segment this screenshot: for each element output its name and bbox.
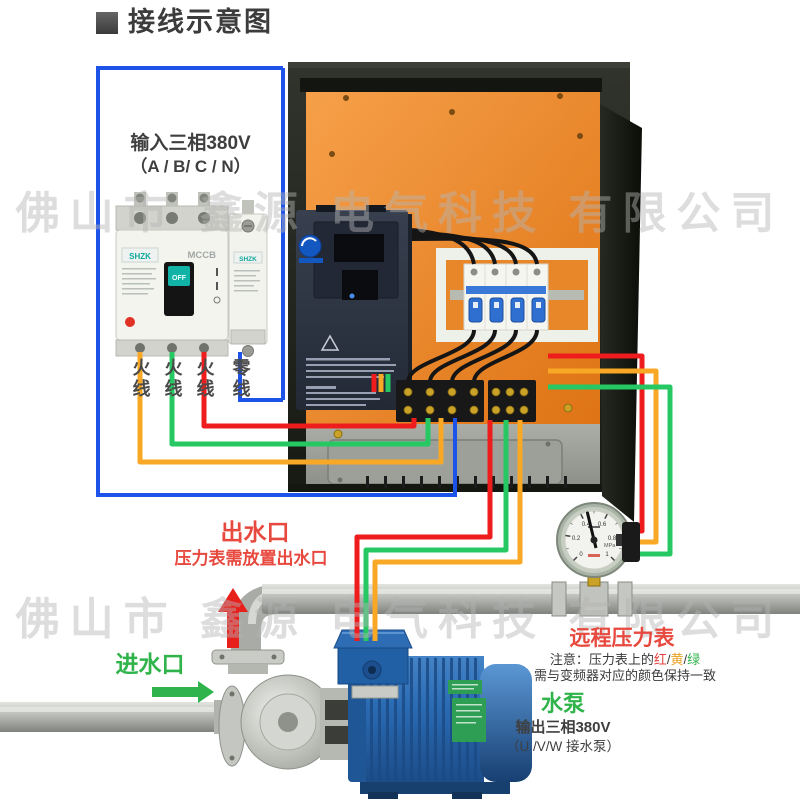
note-red: 红 <box>653 652 667 667</box>
mcb-toggles <box>468 297 546 323</box>
svg-text:0.4: 0.4 <box>582 522 591 528</box>
main-breaker-mccb: SHZK MCCB OFF <box>115 192 229 357</box>
wire-label-live-3: 火线 <box>194 358 215 400</box>
water-pump <box>218 629 532 799</box>
flow-up-arrow <box>218 588 248 648</box>
gauge-scale: 0 0.2 0.4 0.6 0.8 1 <box>572 522 617 558</box>
wire-live-green <box>169 352 431 447</box>
mccb-type: MCCB <box>188 250 217 261</box>
gauge-title: 远程压力表 <box>569 627 675 650</box>
pressure-gauge: 0 0.2 0.4 0.6 0.8 1 MPa <box>556 502 640 617</box>
mccb-brand: SHZK <box>129 252 151 261</box>
mccb-off-label: OFF <box>172 275 187 282</box>
pump-title: 水泵 <box>540 691 585 716</box>
mcb-breaker-panel <box>406 228 598 383</box>
neutral-breaker-brand: SHZK <box>239 256 257 263</box>
gauge-note: 注意：压力表上的红/黄/绿 <box>549 652 701 667</box>
wire-gauge-green <box>548 384 673 557</box>
wire-label-live-2: 火线 <box>162 358 183 400</box>
pump-spec-2: （U /V/W 接水泵） <box>506 739 620 754</box>
input-spec-label: 输入三相380V （A / B/ C / N） <box>130 133 251 176</box>
neutral-breaker: SHZK <box>228 200 268 357</box>
note-green: 绿 <box>687 652 701 667</box>
gauge-transmitter <box>622 522 640 562</box>
gauge-note-2: 需与变频器对应的颜色保持一致 <box>533 668 716 683</box>
vfd-inverter <box>296 205 412 410</box>
power-wires <box>137 352 673 641</box>
title-square-icon <box>96 11 118 34</box>
svg-text:0.2: 0.2 <box>572 536 581 542</box>
watermark-line-1: 佛山市 鑫源 电气科技 有限公司 <box>15 189 785 238</box>
page-title: 接线示意图 <box>96 6 273 40</box>
flow-right-arrow <box>152 681 214 703</box>
neutral-wire <box>238 352 283 402</box>
mccb-indicator-dot <box>125 317 135 327</box>
watermark-line-2: 佛山市 鑫源 电气科技 有限公司 <box>15 595 785 644</box>
mcb-black-wires <box>406 228 539 383</box>
input-annotation-frame <box>96 66 457 497</box>
box-door <box>600 104 642 522</box>
pump-spec-1: 输出三相380V <box>515 719 611 736</box>
wire-live-orange <box>137 352 444 465</box>
outlet-pipe <box>211 581 800 674</box>
inlet-title: 进水口 <box>115 651 185 677</box>
wire-label-neutral: 零线 <box>230 358 251 400</box>
terminal-blocks <box>366 380 567 488</box>
wire-label-live-1: 火线 <box>130 358 151 400</box>
outlet-title: 出水口 <box>220 519 290 545</box>
gauge-unit: MPa <box>604 543 616 549</box>
svg-text:0.6: 0.6 <box>598 522 607 528</box>
svg-text:1: 1 <box>605 552 609 558</box>
gauge-needle <box>586 511 596 542</box>
wire-pump-green <box>363 420 509 641</box>
wire-pump-red <box>354 420 493 641</box>
wire-pump-orange <box>372 420 523 641</box>
note-yellow: 黄 <box>670 652 684 667</box>
wire-live-red <box>201 352 417 429</box>
svg-text:0.8: 0.8 <box>608 536 617 542</box>
outlet-note: 压力表需放置出水口 <box>174 549 328 568</box>
svg-text:0: 0 <box>579 552 583 558</box>
warning-triangle-icon <box>320 334 340 351</box>
inlet-pipe <box>0 700 224 734</box>
